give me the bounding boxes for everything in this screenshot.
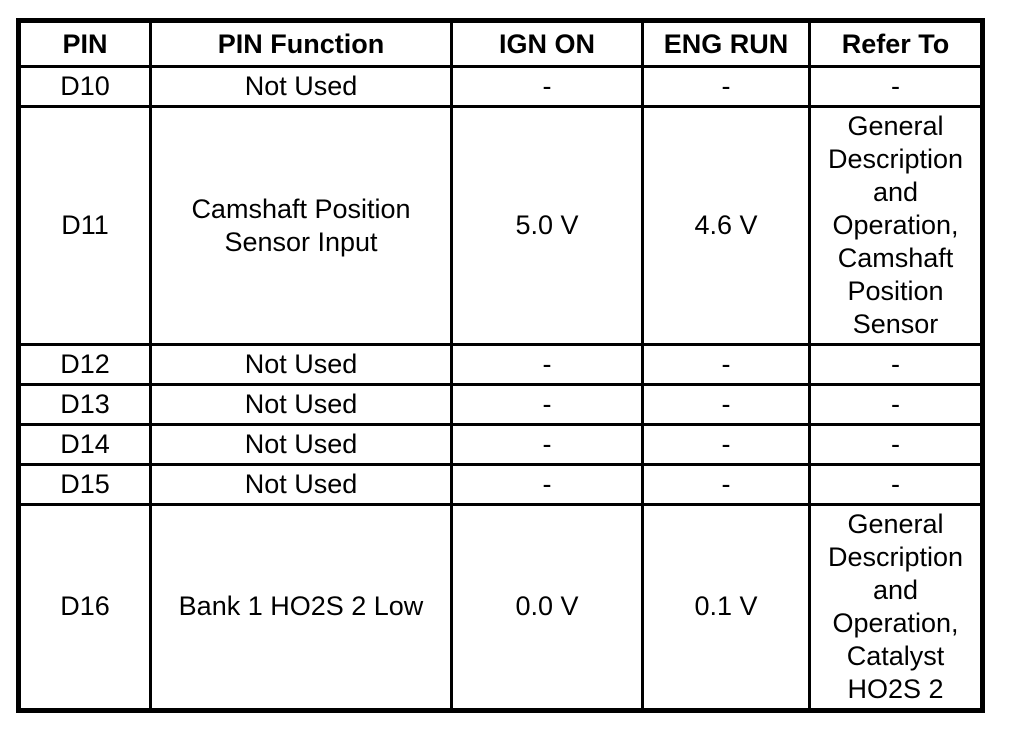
cell-pin-function: Bank 1 HO2S 2 Low — [149, 503, 453, 712]
cell-pin-function: Not Used — [149, 343, 453, 386]
cell-refer-to: General Description and Operation, Catal… — [808, 503, 984, 712]
cell-refer-to: - — [808, 463, 984, 506]
cell-ign-on: 5.0 V — [450, 105, 644, 346]
cell-ign-on: - — [450, 343, 644, 386]
table-row-d15: D15 Not Used - - - — [17, 463, 984, 506]
table-row-d10: D10 Not Used - - - — [17, 65, 984, 108]
cell-refer-to: General Description and Operation, Camsh… — [808, 105, 984, 346]
table-row-d13: D13 Not Used - - - — [17, 383, 984, 426]
table-row-d16: D16 Bank 1 HO2S 2 Low 0.0 V 0.1 V Genera… — [17, 503, 984, 712]
cell-pin: D10 — [17, 65, 152, 108]
cell-ign-on: - — [450, 65, 644, 108]
table-header-row: PIN PIN Function IGN ON ENG RUN Refer To — [17, 19, 984, 68]
cell-pin: D14 — [17, 423, 152, 466]
header-pin-function: PIN Function — [149, 19, 453, 68]
cell-pin-function: Not Used — [149, 65, 453, 108]
cell-eng-run: 0.1 V — [641, 503, 811, 712]
cell-pin: D15 — [17, 463, 152, 506]
pin-voltage-table: PIN PIN Function IGN ON ENG RUN Refer To… — [16, 18, 985, 713]
header-ign-on: IGN ON — [450, 19, 644, 68]
cell-pin-function: Camshaft Position Sensor Input — [149, 105, 453, 346]
table-row-d11: D11 Camshaft Position Sensor Input 5.0 V… — [17, 105, 984, 346]
cell-pin-function: Not Used — [149, 423, 453, 466]
cell-refer-to: - — [808, 383, 984, 426]
cell-refer-to: - — [808, 65, 984, 108]
table-row-d14: D14 Not Used - - - — [17, 423, 984, 466]
cell-ign-on: - — [450, 383, 644, 426]
cell-pin-function: Not Used — [149, 383, 453, 426]
cell-eng-run: - — [641, 463, 811, 506]
header-eng-run: ENG RUN — [641, 19, 811, 68]
cell-eng-run: 4.6 V — [641, 105, 811, 346]
cell-pin: D11 — [17, 105, 152, 346]
cell-ign-on: 0.0 V — [450, 503, 644, 712]
table-row-d12: D12 Not Used - - - — [17, 343, 984, 386]
header-refer-to: Refer To — [808, 19, 984, 68]
cell-eng-run: - — [641, 423, 811, 466]
header-pin: PIN — [17, 19, 152, 68]
cell-ign-on: - — [450, 463, 644, 506]
cell-eng-run: - — [641, 383, 811, 426]
cell-pin: D13 — [17, 383, 152, 426]
cell-pin: D12 — [17, 343, 152, 386]
cell-eng-run: - — [641, 65, 811, 108]
cell-refer-to: - — [808, 343, 984, 386]
cell-eng-run: - — [641, 343, 811, 386]
cell-pin-function: Not Used — [149, 463, 453, 506]
cell-ign-on: - — [450, 423, 644, 466]
cell-pin: D16 — [17, 503, 152, 712]
cell-refer-to: - — [808, 423, 984, 466]
